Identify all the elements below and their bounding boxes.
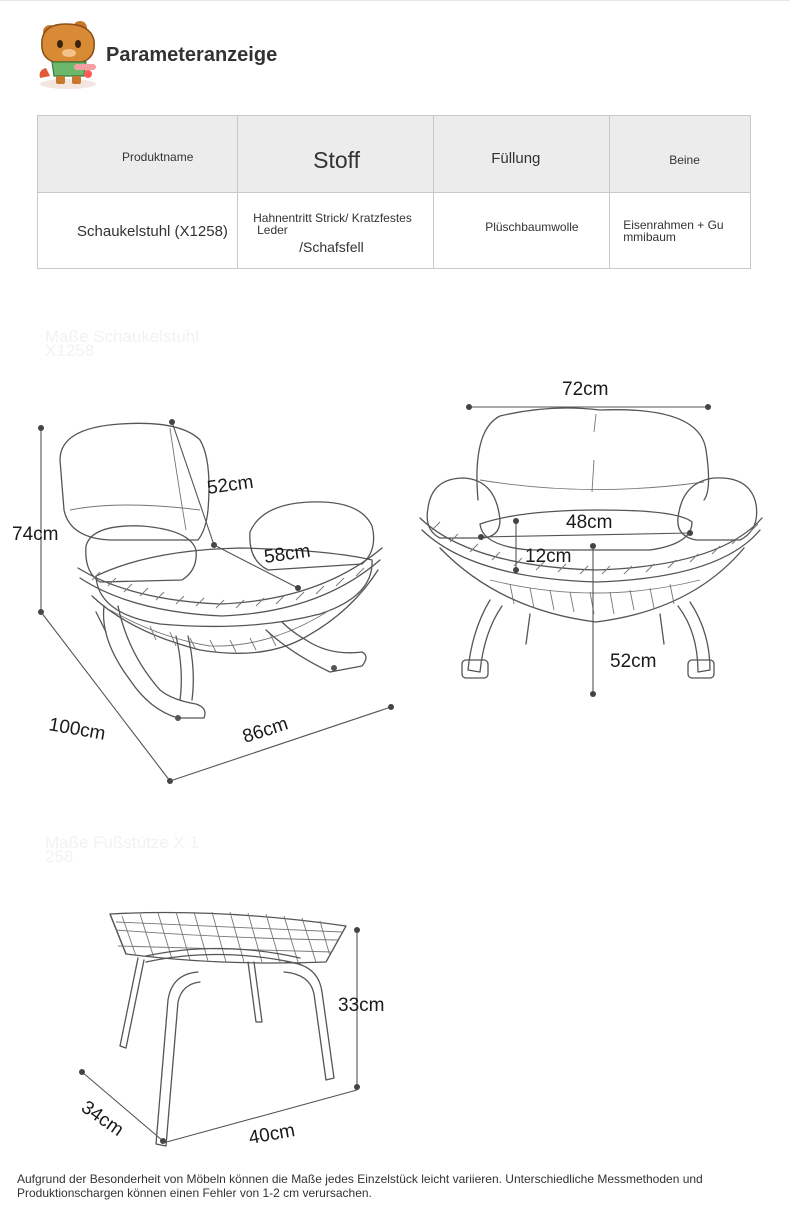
rocking-chair-side-drawing: 74cm 52cm 58cm 100cm 86cm — [12, 419, 394, 784]
ottoman-drawing: 33cm 34cm 40cm — [77, 911, 384, 1149]
cell-legs: Eisenrahmen + Gu mmibaum — [609, 192, 751, 269]
header-legs: Beine — [669, 153, 700, 167]
header-fabric: Stoff — [313, 147, 360, 173]
cell-fabric: Hahnentritt Strick/ Kratzfestes Leder /S… — [237, 192, 435, 269]
cell-filling: Plüschbaumwolle — [433, 192, 611, 269]
table-row: Schaukelstuhl (X1258) Hahnentritt Strick… — [36, 192, 751, 269]
parameter-table: Produktname Stoff Füllung Beine Schaukel… — [36, 115, 751, 269]
rocking-chair-front-drawing: 72cm 48cm 12cm 52cm — [419, 379, 763, 697]
bear-mascot-icon — [39, 21, 96, 89]
header-product-name: Produktname — [122, 150, 194, 164]
fabric-value-line3: /Schafsfell — [299, 239, 364, 255]
top-divider — [0, 0, 790, 1]
seat-depth-label: 58cm — [263, 541, 312, 568]
seat-width-label: 48cm — [566, 512, 612, 533]
legs-value-line1: Eisenrahmen + Gu — [623, 218, 724, 232]
backrest-label: 52cm — [206, 472, 255, 499]
cushion-thickness-label: 12cm — [525, 546, 571, 567]
header-cell-product-name: Produktname — [36, 115, 239, 193]
filling-value: Plüschbaumwolle — [485, 220, 579, 234]
table-header-row: Produktname Stoff Füllung Beine — [36, 115, 751, 193]
product-name-value: Schaukelstuhl (X1258) — [77, 223, 228, 240]
fabric-value-line2: Leder — [257, 223, 288, 237]
page-title: Parameteranzeige — [106, 44, 278, 66]
chair-depth-label: 100cm — [47, 714, 107, 745]
ottoman-dimensions-title: Maße Fußstütze X 1258 — [45, 833, 199, 866]
ottoman-height-label: 33cm — [338, 995, 384, 1016]
cell-product-name: Schaukelstuhl (X1258) — [36, 192, 239, 269]
header-cell-legs: Beine — [609, 115, 751, 193]
seat-height-label: 52cm — [610, 651, 656, 672]
chair-height-label: 74cm — [12, 524, 58, 545]
front-width-label: 72cm — [562, 379, 608, 400]
legs-value-line2: mmibaum — [623, 230, 676, 244]
header-cell-filling: Füllung — [433, 115, 611, 193]
chair-dimensions-title: Maße Schaukelstuhl X1258 — [45, 327, 200, 360]
ottoman-width-label: 40cm — [247, 1120, 296, 1149]
header-filling: Füllung — [491, 150, 541, 167]
header-cell-fabric: Stoff — [237, 115, 435, 193]
disclaimer-text: Aufgrund der Besonderheit von Möbeln kön… — [17, 1172, 703, 1200]
fabric-value-line1: Hahnentritt Strick/ Kratzfestes — [253, 211, 412, 225]
